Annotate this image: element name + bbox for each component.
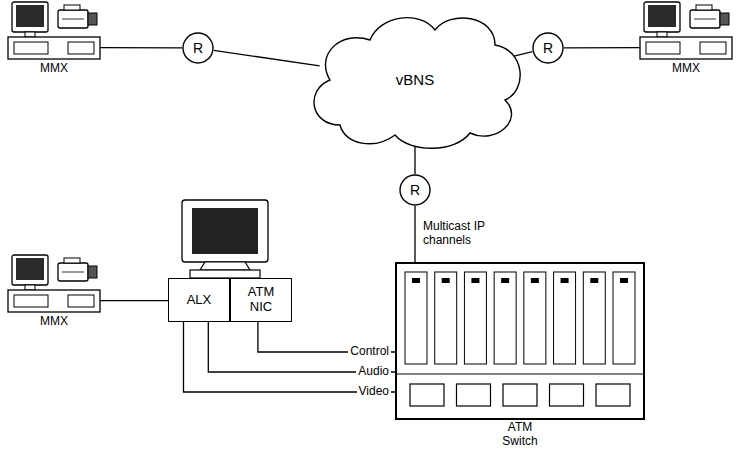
- switch-port: [503, 384, 537, 406]
- node-label: ATM NIC: [244, 285, 278, 315]
- router-circle: R: [182, 32, 214, 64]
- router-circle: R: [399, 174, 431, 206]
- card-led: [412, 278, 420, 283]
- cloud-outline: [314, 18, 520, 149]
- network-link: [184, 322, 396, 392]
- card-led: [442, 278, 450, 283]
- atm-switch: ATM Switch: [395, 262, 645, 420]
- switch-card: [613, 272, 635, 364]
- link-label: Multicast IP channels: [421, 220, 495, 248]
- switch-port: [550, 384, 584, 406]
- network-link: [100, 300, 168, 301]
- network-cloud: vBNS: [300, 5, 530, 155]
- mmx-station: MMX: [8, 255, 100, 312]
- router-outline: [183, 33, 213, 63]
- network-link: [100, 47, 182, 49]
- card-led: [471, 278, 479, 283]
- card-led: [620, 278, 628, 283]
- signal-name: Control: [348, 345, 391, 359]
- mmx-workstation: [8, 2, 100, 59]
- router-circle: R: [532, 32, 564, 64]
- node-label: vBNS: [396, 71, 434, 88]
- switch-chassis: [395, 272, 645, 406]
- network-link: [214, 50, 320, 66]
- mmx-station: MMX: [8, 2, 100, 59]
- switch-card: [435, 272, 457, 364]
- signal-name: Video: [357, 385, 391, 399]
- chassis-divider: [395, 374, 645, 375]
- card-led: [590, 278, 598, 283]
- switch-port: [457, 384, 491, 406]
- router-outline: [400, 175, 430, 205]
- switch-card: [554, 272, 576, 364]
- node-label: R: [543, 40, 553, 56]
- node-label: R: [410, 182, 420, 198]
- router-outline: [533, 33, 563, 63]
- mmx-workstation: [8, 255, 100, 312]
- mmx-station: MMX: [640, 2, 732, 59]
- signal-name: Audio: [356, 365, 391, 379]
- card-led: [561, 278, 569, 283]
- switch-card: [464, 272, 486, 364]
- switch-card: [494, 272, 516, 364]
- node-caption: MMX: [40, 62, 68, 76]
- node-caption: MMX: [672, 62, 700, 76]
- switch-card: [583, 272, 605, 364]
- switch-port: [596, 384, 630, 406]
- node-caption: ATM Switch: [495, 421, 545, 449]
- node-label: ALX: [187, 293, 212, 308]
- node-caption: MMX: [40, 315, 68, 329]
- node-label: R: [193, 40, 203, 56]
- interface-box: ATM NIC: [230, 278, 292, 322]
- switch-card: [405, 272, 427, 364]
- network-link: [564, 47, 640, 49]
- network-link: [414, 144, 415, 174]
- switch-port: [410, 384, 444, 406]
- network-link: [414, 206, 415, 262]
- card-led: [531, 278, 539, 283]
- card-led: [501, 278, 509, 283]
- mmx-workstation: [640, 2, 732, 59]
- computer-monitor: [182, 200, 268, 278]
- interface-box: ALX: [168, 278, 230, 322]
- switch-card: [524, 272, 546, 364]
